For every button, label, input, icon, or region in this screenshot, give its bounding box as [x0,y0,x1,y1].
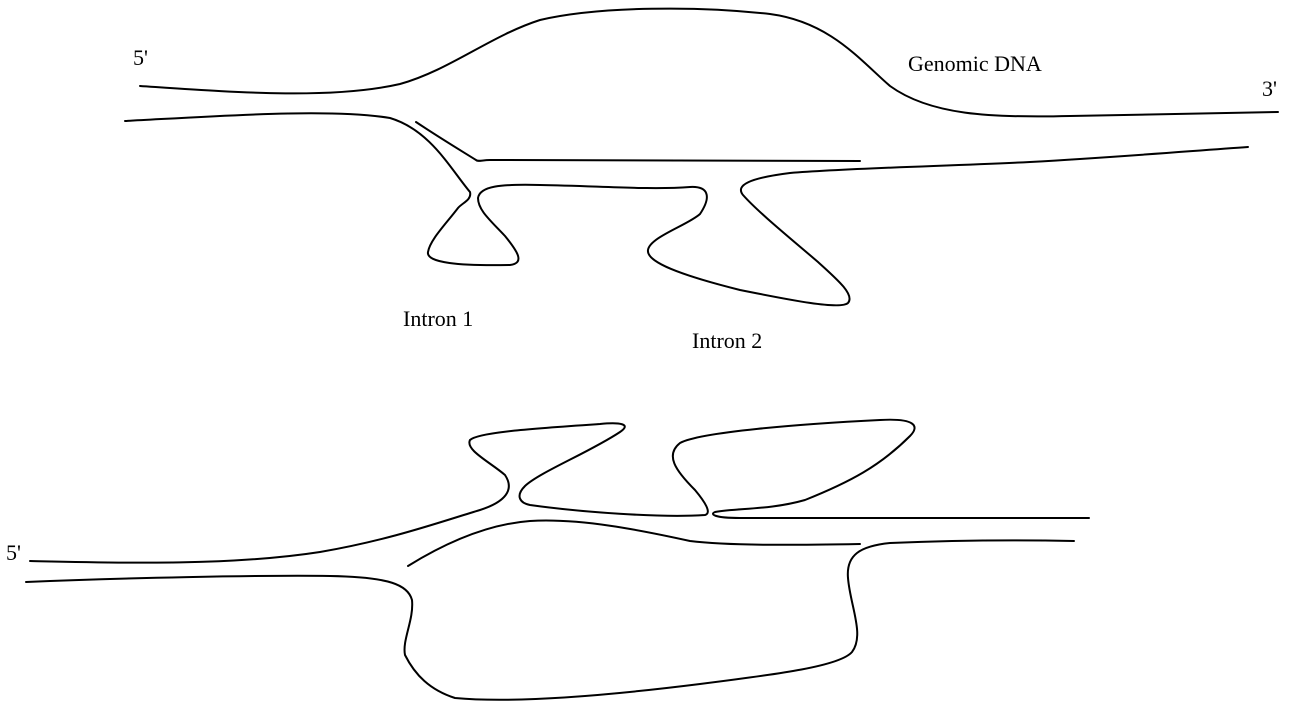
bottom-inner-strand [407,519,861,567]
bottom-panel: 5' [6,418,1090,701]
genomic-dna-upper-strand [139,7,1279,118]
genomic-dna-label: Genomic DNA [908,51,1042,76]
mrna-strand [415,121,861,162]
genomic-dna-template-strand [124,112,1249,307]
top-panel: 5' 3' Genomic DNA Intron 1 Intron 2 [124,7,1279,353]
intron-2-label: Intron 2 [692,328,762,353]
five-prime-label: 5' [133,45,148,70]
bottom-upper-strand [29,418,1090,564]
bottom-lower-strand [25,539,1075,701]
intron-1-label: Intron 1 [403,306,473,331]
bottom-five-prime-label: 5' [6,540,21,565]
three-prime-label: 3' [1262,76,1277,101]
